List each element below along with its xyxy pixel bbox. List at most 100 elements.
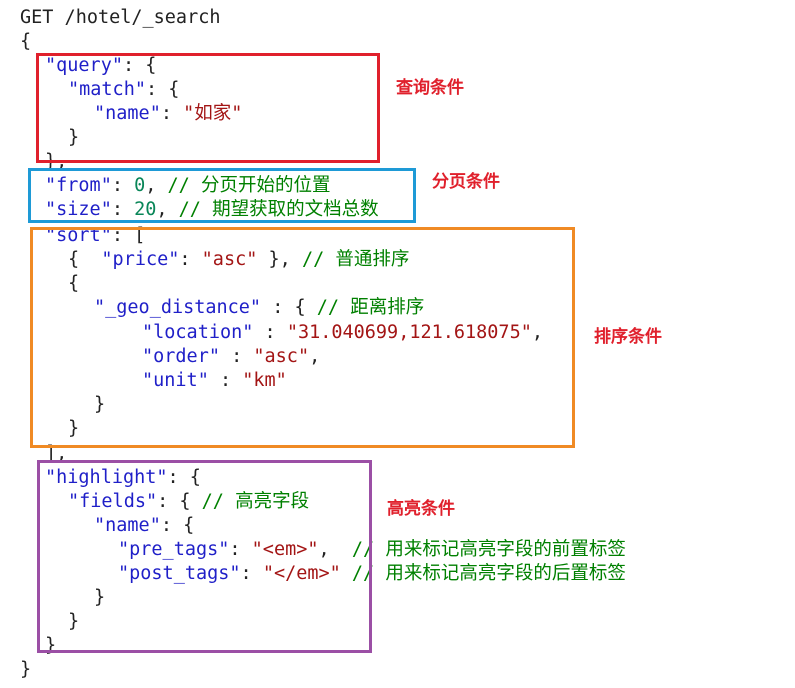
location-value: "31.040699,121.618075" (286, 322, 532, 343)
size-comment: // 期望获取的文档总数 (178, 199, 379, 220)
punct: : (111, 199, 135, 220)
punct: , (145, 175, 168, 196)
order-value: "asc" (253, 346, 310, 367)
code-line-close-hl-name: } (94, 586, 105, 610)
code-line-location: "location" : "31.040699,121.618075", (142, 321, 543, 345)
punct: , (156, 199, 179, 220)
code-line-open: { (20, 30, 31, 54)
punct: : { (157, 491, 202, 512)
punct: : { (167, 467, 201, 488)
punct: } (68, 127, 80, 148)
from-comment: // 分页开始的位置 (167, 175, 331, 196)
punct: } (68, 611, 80, 632)
code-line-post-tags: "post_tags": "</em>" // 用来标记高亮字段的后置标签 (118, 562, 626, 586)
open-brace: { (20, 31, 32, 52)
punct: } (94, 394, 106, 415)
post-tags-value: "</em>" (262, 563, 341, 584)
post-tags-key: "post_tags" (118, 563, 241, 584)
punct: , (309, 346, 321, 367)
punct: } (45, 635, 57, 656)
code-line-query: "query": { (45, 54, 156, 78)
punct: : (111, 175, 135, 196)
code-line-name: "name": "如家" (94, 102, 242, 126)
punct: : (240, 563, 263, 584)
location-key: "location" (142, 322, 254, 343)
punct: }, (257, 249, 302, 270)
punct: { (68, 273, 80, 294)
punct: : (229, 539, 252, 560)
highlight-box (37, 460, 372, 653)
code-line-hl-name: "name": { (94, 514, 194, 538)
code-line-close-highlight: } (45, 634, 56, 658)
code-line-match: "match": { (68, 78, 179, 102)
highlight-key: "highlight" (45, 467, 168, 488)
query-key: "query" (45, 55, 123, 76)
name-key: "name" (94, 103, 161, 124)
punct: } (94, 587, 106, 608)
punct: , (318, 539, 352, 560)
pre-tags-comment: // 用来标记高亮字段的前置标签 (351, 539, 626, 560)
punct: : (160, 103, 184, 124)
pre-tags-key: "pre_tags" (118, 539, 230, 560)
match-key: "match" (68, 79, 146, 100)
code-line-close-geo-obj: } (68, 417, 79, 441)
code-line-order: "order" : "asc", (142, 345, 320, 369)
code-line-close-match: } (68, 126, 79, 150)
close-brace: } (20, 659, 32, 680)
punct: : { (261, 297, 317, 318)
hl-name-key: "name" (94, 515, 161, 536)
request-line: GET /hotel/_search (20, 6, 220, 30)
size-key: "size" (45, 199, 112, 220)
order-key: "order" (142, 346, 220, 367)
fields-comment: // 高亮字段 (201, 491, 310, 512)
punct: : { (145, 79, 180, 100)
paging-box (28, 168, 416, 223)
code-line-price: { "price": "asc" }, // 普通排序 (68, 248, 409, 272)
code-line-from: "from": 0, // 分页开始的位置 (45, 174, 330, 198)
from-value: 0 (134, 175, 146, 196)
punct: ], (45, 443, 68, 464)
name-value: "如家" (183, 103, 243, 124)
code-line-highlight: "highlight": { (45, 466, 201, 490)
code-line-unit: "unit" : "km" (142, 369, 287, 393)
code-line-size: "size": 20, // 期望获取的文档总数 (45, 198, 379, 222)
price-value: "asc" (201, 249, 258, 270)
punct: : { (122, 55, 157, 76)
punct: : (219, 346, 254, 367)
paging-condition-label: 分页条件 (432, 172, 500, 192)
unit-value: "km" (242, 370, 287, 391)
punct: , (531, 322, 543, 343)
punct: { (68, 249, 102, 270)
geo-key: "_geo_distance" (94, 297, 262, 318)
highlight-condition-label: 高亮条件 (387, 499, 455, 519)
pre-tags-value: "<em>" (251, 539, 319, 560)
request-text: GET /hotel/_search (20, 7, 221, 28)
from-key: "from" (45, 175, 112, 196)
post-tags-comment: // 用来标记高亮字段的后置标签 (351, 563, 626, 584)
sort-key: "sort" (45, 225, 112, 246)
punct: } (68, 418, 80, 439)
code-line-fields: "fields": { // 高亮字段 (68, 490, 309, 514)
code-line-close-geo: } (94, 393, 105, 417)
code-line-geo-open: { (68, 272, 79, 296)
size-value: 20 (134, 199, 157, 220)
unit-key: "unit" (142, 370, 209, 391)
punct: : (179, 249, 202, 270)
geo-comment: // 距离排序 (316, 297, 425, 318)
price-comment: // 普通排序 (301, 249, 410, 270)
punct: : [ (111, 225, 146, 246)
sort-box (30, 227, 575, 448)
query-box (36, 53, 380, 163)
code-line-geo: "_geo_distance" : { // 距离排序 (94, 296, 424, 320)
code-line-close: } (20, 658, 31, 682)
price-key: "price" (101, 249, 180, 270)
fields-key: "fields" (68, 491, 158, 512)
code-line-close-fields: } (68, 610, 79, 634)
code-line-close-sort: ], (45, 442, 67, 466)
query-condition-label: 查询条件 (396, 78, 464, 98)
punct: : { (160, 515, 195, 536)
punct: : (253, 322, 287, 343)
punct: : (208, 370, 243, 391)
code-line-pre-tags: "pre_tags": "<em>", // 用来标记高亮字段的前置标签 (118, 538, 626, 562)
